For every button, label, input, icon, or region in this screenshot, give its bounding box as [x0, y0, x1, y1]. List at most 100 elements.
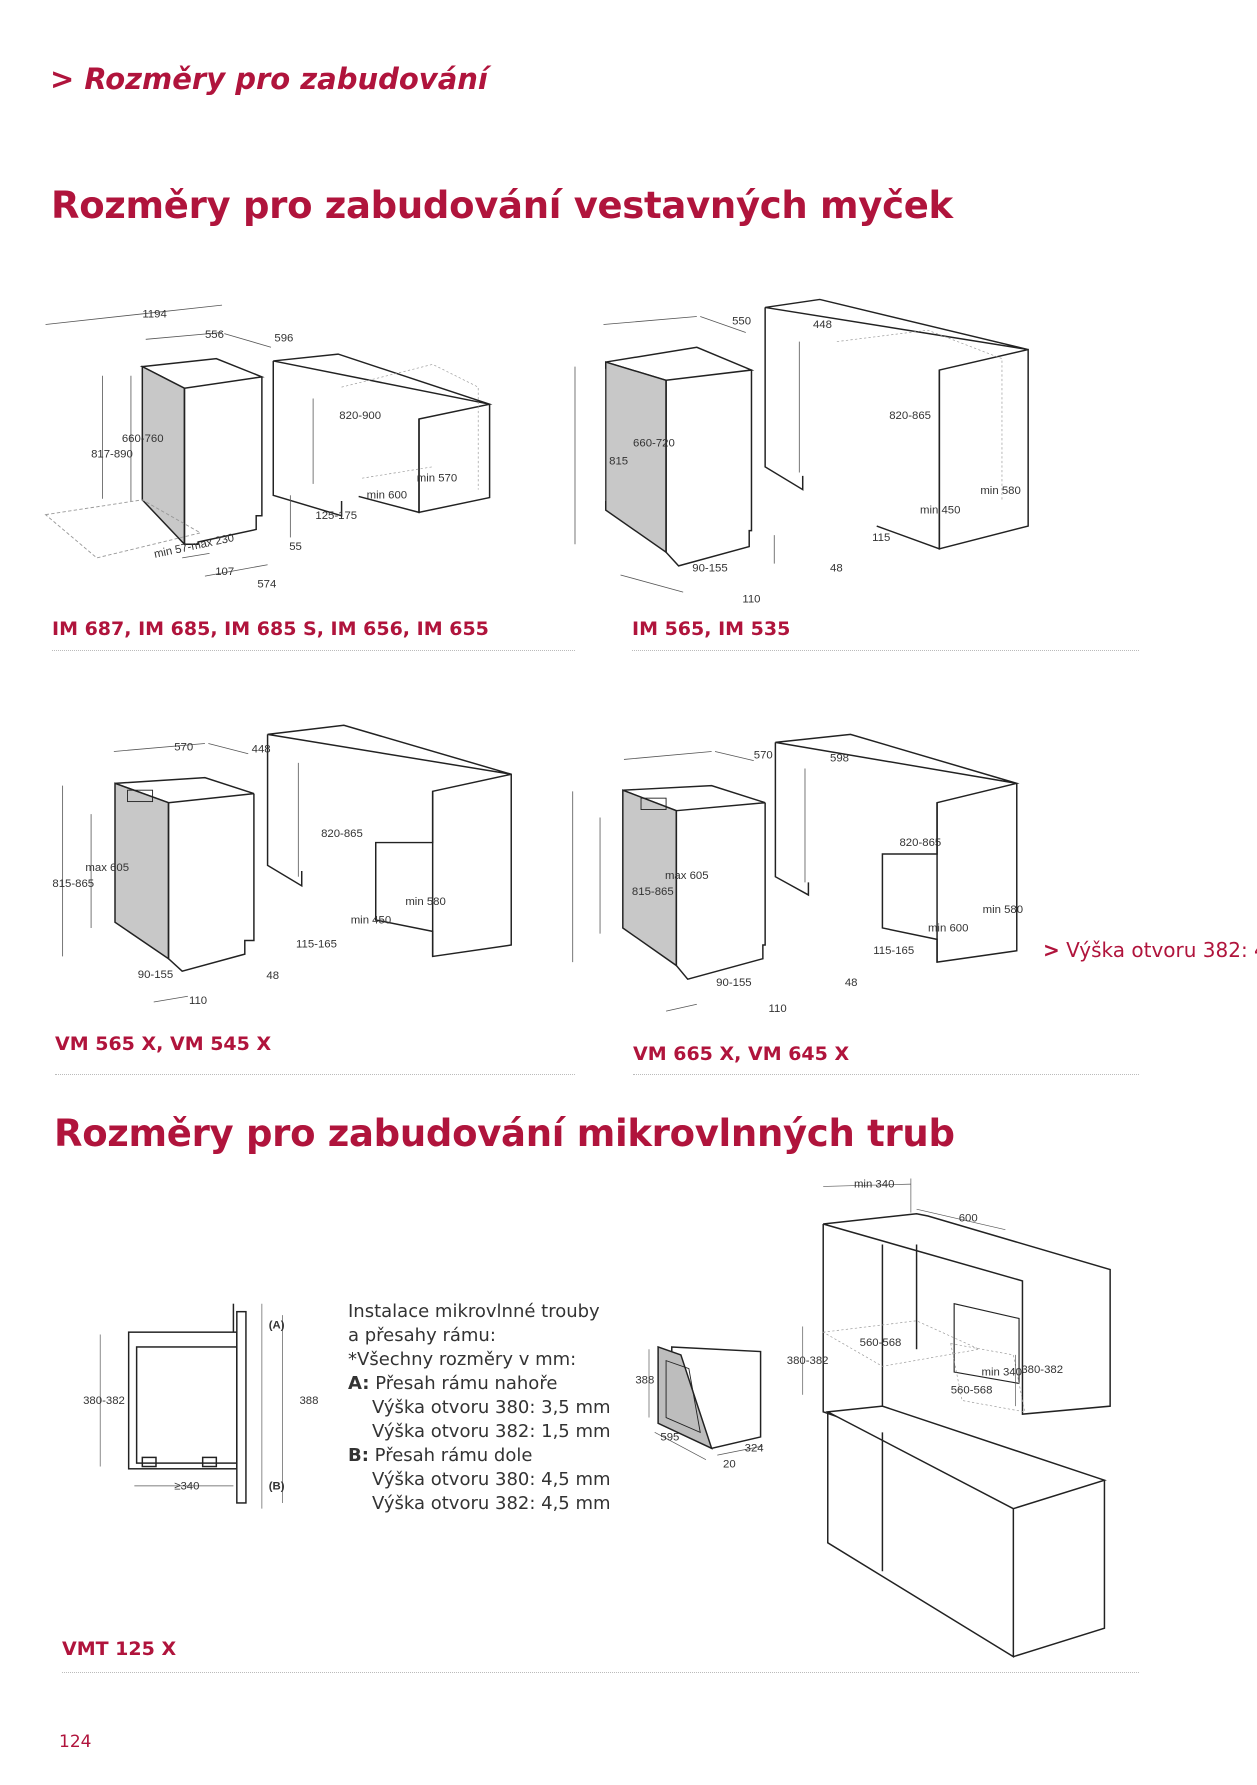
dim-label: 820-865 — [321, 828, 363, 840]
section-title-microwaves: Rozměry pro zabudování mikrovlnných trub — [54, 1112, 955, 1155]
dim-label: 815 — [609, 456, 628, 468]
dim-label: 388 — [635, 1374, 654, 1386]
dim-label: max 605 — [85, 862, 129, 874]
intro-line: Instalace mikrovlnné trouby — [348, 1301, 600, 1322]
divider — [55, 1074, 575, 1075]
dim-label: 20 — [723, 1459, 736, 1471]
dim-label: min 340 — [854, 1179, 894, 1191]
dim-label: 598 — [830, 753, 849, 765]
dim-label: 595 — [660, 1431, 679, 1443]
divider — [632, 650, 1139, 651]
dim-label: 115 — [872, 532, 890, 544]
dim-label: 110 — [742, 593, 760, 605]
dim-label: 48 — [830, 563, 843, 575]
diagram-panel-1 — [44, 304, 493, 577]
divider — [52, 650, 575, 651]
overlap-b-380: Výška otvoru 380: 4,5 mm — [372, 1469, 611, 1490]
breadcrumb-label: Rozměry pro zabudování — [84, 62, 488, 96]
dim-label: 90-155 — [716, 977, 751, 989]
caption-panel-1: IM 687, IM 685, IM 685 S, IM 656, IM 655 — [52, 618, 489, 640]
kitchen-cabinet-drawing — [802, 1178, 1111, 1658]
dim-label: 448 — [252, 744, 271, 756]
intro-line: a přesahy rámu: — [348, 1325, 496, 1346]
dim-label: 107 — [215, 566, 234, 578]
dim-label: min 340 — [981, 1366, 1021, 1378]
dim-label: 660-720 — [633, 437, 675, 449]
overlap-b: B: Přesah rámu dole — [348, 1444, 611, 1468]
key-b: B: — [348, 1445, 369, 1466]
dim-label: ≥340 — [174, 1480, 199, 1492]
dim-label: 570 — [754, 749, 773, 761]
dim-label: 815-865 — [52, 878, 94, 890]
dim-label: 820-900 — [339, 410, 381, 422]
chevron-right-icon: > — [50, 62, 75, 96]
caption-panel-4: VM 665 X, VM 645 X — [633, 1043, 850, 1065]
dim-label: 115-165 — [873, 945, 914, 957]
dim-label: 90-155 — [138, 969, 173, 981]
dim-label: 556 — [205, 329, 224, 341]
dim-label: 388 — [299, 1395, 318, 1407]
marker-a: (A) — [269, 1320, 285, 1332]
dim-label: min 450 — [351, 914, 391, 926]
dim-label: 560-568 — [951, 1385, 993, 1397]
dim-label: min 580 — [983, 904, 1023, 916]
key-a: A: — [348, 1373, 370, 1394]
dim-label: 570 — [174, 741, 193, 753]
page-number: 124 — [59, 1732, 92, 1752]
dim-label: 55 — [289, 541, 302, 553]
microwave-install-notes: Instalace mikrovlnné trouby a přesahy rá… — [348, 1300, 611, 1516]
dim-label: 380-382 — [1021, 1364, 1063, 1376]
dim-label: min 580 — [405, 896, 445, 908]
caption-panel-3: VM 565 X, VM 545 X — [55, 1033, 272, 1055]
divider — [62, 1672, 1139, 1673]
units-note: *Všechny rozměry v mm: — [348, 1349, 577, 1370]
overlap-a-382: Výška otvoru 382: 1,5 mm — [372, 1421, 611, 1442]
dim-label: min 580 — [980, 485, 1020, 497]
divider — [633, 1074, 1139, 1075]
overlap-a: A: Přesah rámu nahoře — [348, 1372, 611, 1396]
overlap-a-label: Přesah rámu nahoře — [375, 1373, 558, 1394]
dim-label: 817-890 — [91, 449, 133, 461]
diagram-panel-2 — [574, 298, 1029, 593]
dim-label: 820-865 — [899, 837, 941, 849]
dim-label: 600 — [959, 1213, 978, 1225]
diagram-panel-4 — [572, 733, 1020, 1012]
dim-label: 574 — [257, 579, 276, 591]
dim-label: 110 — [189, 995, 207, 1007]
overflow-note: > Výška otvoru 382: 4,5 m — [1043, 938, 1257, 962]
dim-label: 815-865 — [632, 886, 674, 898]
dim-label: 550 — [732, 316, 751, 328]
microwave-cross-section — [99, 1303, 283, 1509]
dim-label: 820-865 — [889, 410, 931, 422]
microwave-product-drawing — [648, 1345, 763, 1460]
dim-label: 115-165 — [296, 938, 337, 950]
chevron-right-icon: > — [1043, 938, 1060, 962]
marker-b: (B) — [269, 1480, 285, 1492]
dim-label: max 605 — [665, 870, 709, 882]
breadcrumb: > Rozměry pro zabudování — [50, 62, 488, 96]
overlap-a-380: Výška otvoru 380: 3,5 mm — [372, 1397, 611, 1418]
dim-label: 90-155 — [692, 563, 727, 575]
dim-label: 380-382 — [787, 1355, 829, 1367]
dim-label: 560-568 — [860, 1337, 902, 1349]
dim-label: 596 — [274, 333, 293, 345]
overflow-note-text: Výška otvoru 382: 4,5 m — [1066, 938, 1257, 962]
caption-microwave: VMT 125 X — [62, 1638, 177, 1660]
dim-label: 324 — [745, 1443, 764, 1455]
dim-label: 1194 — [142, 309, 166, 321]
dim-label: 125-175 — [315, 510, 357, 522]
diagram-panel-3 — [62, 724, 512, 1003]
overlap-b-label: Přesah rámu dole — [374, 1445, 533, 1466]
dim-label: min 450 — [920, 505, 960, 517]
overlap-b-382: Výška otvoru 382: 4,5 mm — [372, 1493, 611, 1514]
dim-label: 48 — [845, 977, 858, 989]
dim-label: min 57-max 230 — [153, 532, 235, 561]
dim-label: min 600 — [367, 490, 407, 502]
caption-panel-2: IM 565, IM 535 — [632, 618, 791, 640]
dim-label: 110 — [769, 1003, 787, 1015]
dim-label: 448 — [813, 319, 832, 331]
section-title-dishwashers: Rozměry pro zabudování vestavných myček — [51, 184, 953, 227]
dim-label: 660-760 — [122, 433, 164, 445]
dim-label: min 570 — [417, 473, 457, 485]
